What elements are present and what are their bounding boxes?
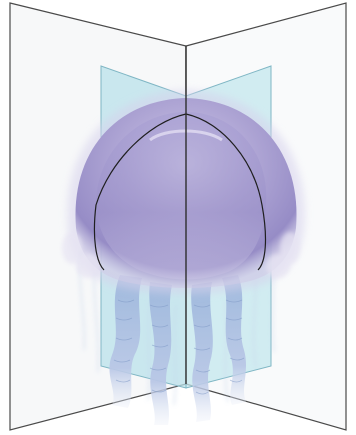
jellyfish-illustration	[0, 0, 356, 435]
